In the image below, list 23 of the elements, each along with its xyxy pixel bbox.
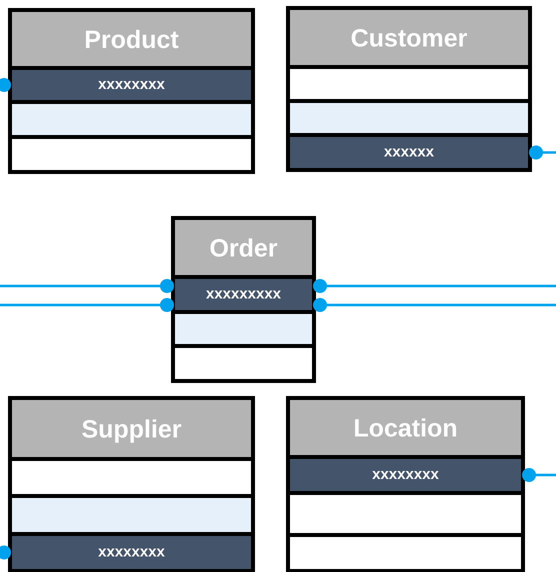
table-row	[288, 535, 523, 571]
key-row: xxxxxxxxx	[173, 277, 314, 312]
table-row	[288, 493, 523, 535]
connector-line	[0, 279, 174, 293]
connector-line	[0, 78, 11, 92]
table-row	[10, 102, 253, 137]
key-row: xxxxxxxx	[288, 457, 523, 493]
table-row	[10, 137, 253, 172]
connector-line	[0, 546, 11, 560]
connector-line	[522, 468, 556, 482]
connector-line	[313, 298, 556, 312]
key-row: xxxxxxxx	[10, 68, 253, 102]
key-row: xxxxxxxx	[10, 534, 253, 571]
table-row	[288, 67, 530, 101]
connector-line	[313, 279, 556, 293]
table-row	[10, 459, 253, 496]
key-row: xxxxxx	[288, 135, 530, 170]
table-row	[10, 496, 253, 534]
table-row	[173, 346, 314, 381]
connector-line	[0, 298, 174, 312]
table-row	[288, 101, 530, 135]
connector-line	[529, 146, 556, 160]
table-row	[173, 312, 314, 346]
